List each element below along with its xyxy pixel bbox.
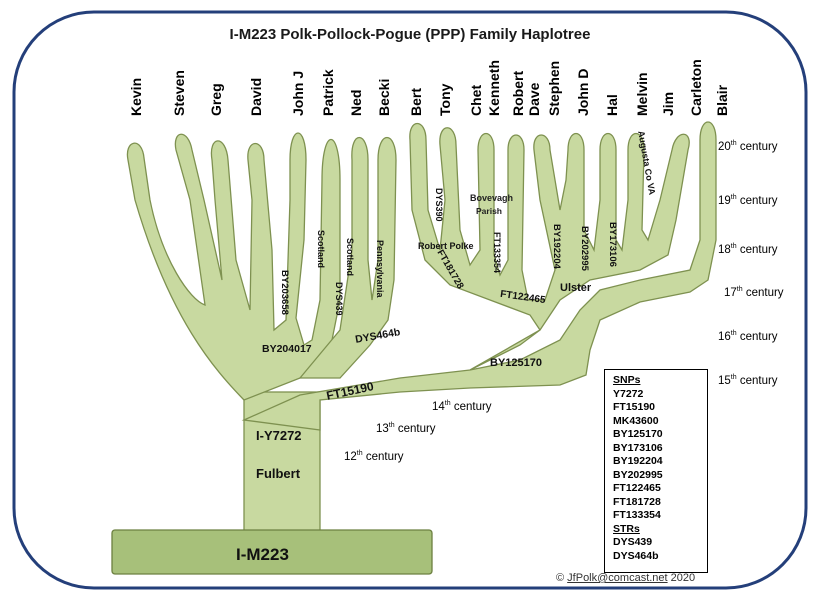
person-name-steven: Steven <box>171 70 187 116</box>
left-branch <box>126 132 341 401</box>
person-name-carleton: Carleton <box>688 59 704 116</box>
century-label-19: 19th century <box>718 194 778 207</box>
century-label-16: 16th century <box>718 330 778 343</box>
ulster-label: Ulster <box>560 282 592 294</box>
legend-snp-item: BY202995 <box>613 468 663 481</box>
root-label: I-M223 <box>236 545 289 564</box>
dys390-label: DYS390 <box>434 188 444 222</box>
mid-branch <box>298 137 397 379</box>
person-name-patrick: Patrick <box>320 69 336 116</box>
pennsylvania-label: Pennsylvania <box>375 240 385 298</box>
person-name-david: David <box>248 77 264 116</box>
by202995-label: BY202995 <box>579 226 590 271</box>
century-label-18: 18th century <box>718 243 778 256</box>
by173106-label: BY173106 <box>607 222 618 267</box>
person-name-john-d: John D <box>575 68 591 116</box>
person-name-jim: Jim <box>660 91 676 116</box>
page-title: I-M223 Polk-Pollock-Pogue (PPP) Family H… <box>229 26 591 43</box>
person-name-dave: Dave <box>526 82 542 116</box>
legend-snps-header: SNPs <box>613 374 641 386</box>
copyright-year: 2020 <box>670 572 696 584</box>
person-name-bert: Bert <box>408 87 424 116</box>
legend-snp-item: BY125170 <box>613 428 663 440</box>
by125170-label: BY125170 <box>490 357 542 369</box>
iy7272-label: I-Y7272 <box>256 428 302 443</box>
tree-shape <box>111 121 717 575</box>
robert-polke-label: Robert Polke <box>418 241 474 251</box>
main-branch <box>241 121 717 431</box>
scotland-label-1: Scotland <box>316 230 326 269</box>
copyright: © JfPolk@comcast.net 2020 <box>556 572 695 584</box>
diagram-frame <box>12 10 808 590</box>
legend-snp-item: BY192204 <box>613 455 663 467</box>
scotland-label-2: Scotland <box>345 238 355 277</box>
person-name-becki: Becki <box>376 78 392 116</box>
legend-snp-item: FT133354 <box>613 509 661 521</box>
legend-snp-item: Y7272 <box>613 387 644 400</box>
person-name-hal: Hal <box>604 94 620 116</box>
person-name-ned: Ned <box>348 89 364 116</box>
century-label-20: 20th century <box>718 140 778 153</box>
legend-snp-item: FT15190 <box>613 401 656 413</box>
century-label-13: 13th century <box>376 422 436 435</box>
century-label-17: 17th century <box>724 286 784 299</box>
copyright-symbol: © <box>556 572 565 584</box>
century-label-14: 14th century <box>432 400 492 413</box>
legend-snp-item: FT181728 <box>613 495 661 508</box>
copyright-email[interactable]: JfPolk@comcast.net <box>567 572 668 584</box>
person-name-tony: Tony <box>437 83 453 116</box>
person-name-robert: Robert <box>510 70 526 116</box>
person-name-blair: Blair <box>714 84 730 116</box>
legend-snp-item: FT122465 <box>613 482 661 494</box>
root-base <box>111 529 433 575</box>
by204017-label: BY204017 <box>262 343 312 355</box>
legend-snp-item: BY173106 <box>613 441 663 454</box>
person-name-melvin: Melvin <box>634 72 650 116</box>
legend-snp-item: MK43600 <box>613 414 659 427</box>
person-name-stephen: Stephen <box>546 60 562 116</box>
fulbert-label: Fulbert <box>256 466 301 481</box>
by203658-label: BY203658 <box>279 270 290 315</box>
dys439-label: DYS439 <box>334 282 344 316</box>
bovevagh-label: Bovevagh <box>470 193 514 203</box>
person-name-kevin: Kevin <box>128 77 144 116</box>
legend-strs-header: STRs <box>613 522 640 535</box>
person-name-chet: Chet <box>468 84 484 116</box>
parish-label: Parish <box>476 206 502 216</box>
by192204-label: BY192204 <box>551 224 562 269</box>
person-name-kenneth: Kenneth <box>486 60 502 116</box>
center-branch <box>409 122 690 371</box>
century-label-12: 12th century <box>344 450 404 463</box>
person-name-greg: Greg <box>208 83 224 116</box>
century-label-15: 15th century <box>718 374 778 387</box>
ft133354-label: FT133354 <box>492 232 502 274</box>
person-name-john-j: John J <box>290 70 306 116</box>
legend-str-item: DYS439 <box>613 536 653 548</box>
legend-str-item: DYS464b <box>613 549 659 562</box>
